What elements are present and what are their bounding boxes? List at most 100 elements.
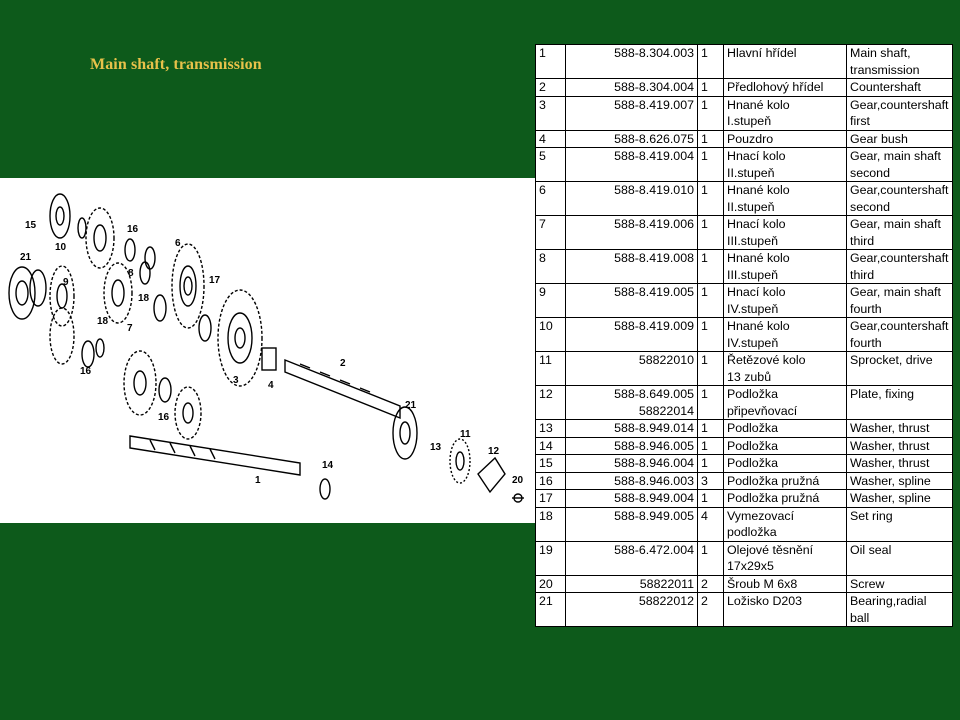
diagram-label: 20 (512, 475, 524, 486)
part-name-english: Washer, spline (846, 489, 953, 508)
part-name-czech-line2: 13 zubů (727, 369, 772, 384)
part-quantity-text: 1 (701, 80, 708, 94)
part-code: 588-8.419.010 (565, 181, 698, 216)
part-name-czech-text: Ložisko D203 (727, 594, 803, 608)
part-number-index: 9 (535, 283, 566, 318)
part-name-english-line2: transmission (850, 62, 920, 77)
part-code-text: 588-8.419.005 (614, 285, 694, 299)
part-name-english-line2: fourth (850, 335, 882, 350)
part-name-english: Washer, spline (846, 471, 953, 490)
part-name-english: Plate, fixing (846, 385, 953, 420)
part-quantity-text: 1 (701, 285, 708, 299)
part-quantity: 1 (697, 540, 724, 576)
part-quantity: 2 (697, 574, 724, 593)
part-name-english-text: Plate, fixing (850, 387, 915, 401)
part-number-index: 6 (535, 181, 566, 216)
part-name-czech-text: Vymezovací (727, 508, 795, 523)
part-code: 588-8.626.075 (565, 129, 698, 148)
part-code: 588-8.946.005 (565, 436, 698, 455)
part-code-text: 588-8.304.003 (614, 46, 694, 60)
diagram-label: 16 (127, 224, 139, 235)
part-number-index-text: 4 (539, 131, 546, 146)
diagram-label: 14 (322, 460, 334, 471)
part-number-index-text: 16 (539, 473, 553, 488)
part-name-czech-text: Hnané kolo (727, 97, 790, 112)
diagram-label: 7 (127, 323, 133, 334)
part-number-index-text: 21 (539, 594, 553, 608)
part-name-czech-line2: 17x29x5 (727, 559, 774, 573)
part-number-index-text: 17 (539, 491, 553, 505)
part-name-czech-text: Hnací kolo (727, 285, 786, 299)
part-number-index: 1 (535, 44, 566, 79)
diagram-label: 12 (488, 446, 500, 457)
part-name-czech: Hlavní hřídel (723, 44, 847, 79)
part-name-czech-text: Předlohový hřídel (727, 80, 824, 94)
part-name-czech-text: Podložka pružná (727, 473, 820, 488)
exploded-view-diagram: 15 16 10 21 9 8 6 17 18 7 3 16 18 16 4 2… (0, 178, 535, 523)
part-name-english-text: Washer, thrust (850, 438, 930, 453)
part-code-text: 588-8.419.006 (614, 217, 694, 231)
part-code-text: 588-8.419.010 (614, 183, 694, 197)
part-name-czech-line2: I.stupeň (727, 114, 772, 128)
page-title: Main shaft, transmission (90, 56, 262, 73)
part-code: 588-8.946.003 (565, 471, 698, 490)
part-name-english-text: Gear,countershaft (850, 183, 949, 197)
diagram-label: 18 (138, 293, 150, 304)
part-name-english: Washer, thrust (846, 419, 953, 438)
part-number-index-text: 5 (539, 149, 546, 163)
diagram-label: 2 (340, 358, 346, 369)
part-code: 588-8.949.005 (565, 506, 698, 542)
part-quantity: 2 (697, 592, 724, 627)
part-code: 588-8.946.004 (565, 454, 698, 473)
diagram-label: 18 (97, 316, 109, 327)
diagram-label: 21 (20, 252, 32, 263)
part-code-text: 588-8.419.009 (614, 319, 694, 333)
part-number-index: 18 (535, 506, 566, 542)
part-number-index: 7 (535, 215, 566, 250)
diagram-label: 16 (158, 412, 170, 423)
part-name-czech-text: Podložka (727, 456, 778, 470)
part-quantity: 1 (697, 129, 724, 148)
part-quantity-text: 1 (701, 131, 708, 146)
diagram-label: 16 (80, 366, 92, 377)
part-quantity-text: 1 (701, 353, 708, 367)
part-quantity-text: 1 (701, 251, 708, 265)
part-name-english-text: Gear, main shaft (850, 149, 941, 163)
part-number-index: 10 (535, 317, 566, 352)
part-name-english-text: Gear, main shaft (850, 217, 941, 231)
part-code-text: 588-8.304.004 (614, 80, 694, 94)
diagram-label: 4 (268, 380, 274, 391)
part-name-english: Main shaft, transmission (846, 44, 953, 79)
part-name-english-text: Gear bush (850, 131, 908, 146)
part-name-czech: Ložisko D203 (723, 592, 847, 627)
diagram-label: 6 (175, 238, 181, 249)
part-name-czech: Podložka pružná (723, 489, 847, 508)
part-quantity-text: 2 (701, 594, 708, 608)
part-code: 588-8.949.004 (565, 489, 698, 508)
part-number-index: 17 (535, 489, 566, 508)
part-quantity: 1 (697, 215, 724, 250)
part-name-czech: Podložka (723, 454, 847, 473)
part-quantity: 1 (697, 351, 724, 386)
part-name-english-line2: third (850, 233, 875, 248)
part-name-english-text: Oil seal (850, 542, 892, 557)
part-name-english-text: Main shaft, (850, 46, 911, 60)
part-name-english-text: Set ring (850, 508, 893, 523)
part-number-index-text: 20 (539, 576, 553, 591)
part-name-english: Bearing,radial ball (846, 592, 953, 627)
part-name-czech: Pouzdro (723, 129, 847, 148)
